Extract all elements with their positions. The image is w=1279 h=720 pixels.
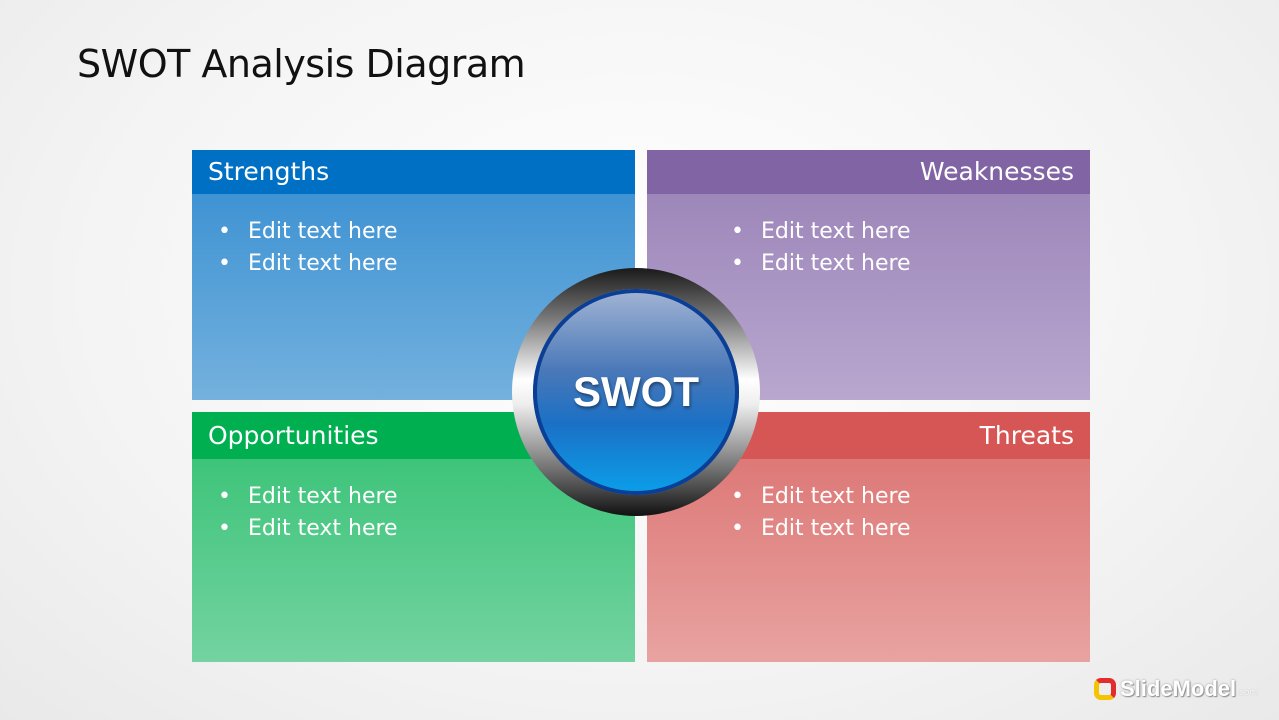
logo-text: SlideModel	[1120, 676, 1237, 701]
slide-title: SWOT Analysis Diagram	[77, 42, 526, 86]
center-label: SWOT	[573, 368, 699, 415]
logo-mark-icon	[1094, 678, 1116, 700]
center-circle-ring: SWOT	[512, 268, 760, 516]
bullet-item: Edit text here	[731, 248, 1090, 280]
logo-suffix: .com	[1236, 688, 1259, 698]
bullet-item: Edit text here	[218, 248, 635, 280]
quadrant-header: Weaknesses	[647, 150, 1090, 194]
quadrant-header: Strengths	[192, 150, 635, 194]
bullet-item: Edit text here	[218, 216, 635, 248]
bullet-item: Edit text here	[218, 513, 635, 545]
bullet-item: Edit text here	[731, 216, 1090, 248]
bullet-item: Edit text here	[731, 481, 1090, 513]
bullet-item: Edit text here	[218, 481, 635, 513]
slidemodel-logo: SlideModel .com	[1094, 676, 1258, 702]
bullet-item: Edit text here	[731, 513, 1090, 545]
center-circle: SWOT	[533, 289, 739, 495]
